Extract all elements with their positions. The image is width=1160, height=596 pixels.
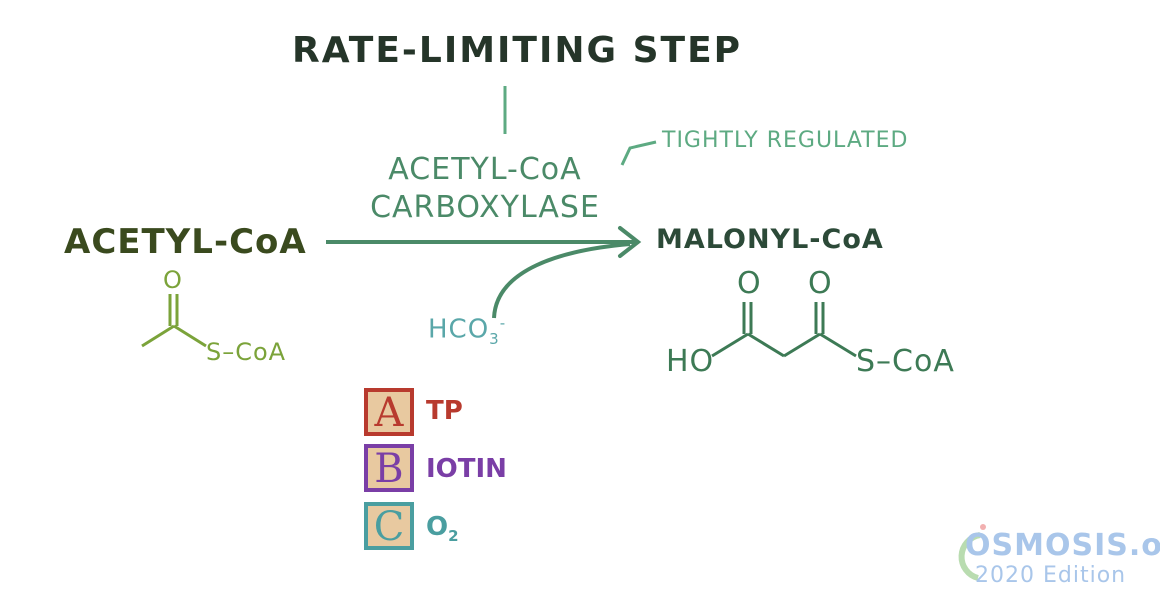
substrate-s-coa: S–CoA bbox=[206, 338, 287, 366]
product-oxygen-1: O bbox=[737, 266, 762, 301]
bicarbonate-subscript: 3 bbox=[489, 329, 500, 348]
abc-label-co2-subscript: 2 bbox=[448, 527, 459, 546]
block-b: B bbox=[364, 444, 414, 492]
bicarbonate-label: HCO3- bbox=[428, 314, 506, 348]
abc-label-biotin: IOTIN bbox=[426, 454, 507, 484]
annotation-connector bbox=[620, 140, 657, 166]
page-title: RATE-LIMITING STEP bbox=[292, 30, 743, 71]
product-ho: HO bbox=[666, 344, 715, 379]
abc-label-atp: TP bbox=[426, 396, 463, 426]
hco3-curved-arrow bbox=[492, 242, 631, 319]
block-a: A bbox=[364, 388, 414, 436]
regulation-annotation: TIGHTLY REGULATED bbox=[662, 128, 909, 153]
logo-edition: 2020 Edition bbox=[975, 563, 1127, 588]
product-name: MALONYL-CoA bbox=[656, 224, 884, 255]
block-c: C bbox=[364, 502, 414, 550]
bicarbonate-charge: - bbox=[499, 314, 507, 332]
substrate-name: ACETYL-CoA bbox=[64, 222, 307, 262]
logo-brand: OSMOSIS.org bbox=[965, 528, 1160, 563]
substrate-oxygen: O bbox=[163, 266, 183, 294]
product-oxygen-2: O bbox=[808, 266, 833, 301]
malonyl-coa-structure bbox=[711, 302, 857, 358]
abc-label-co2: O2 bbox=[426, 512, 459, 545]
bicarbonate-base: HCO bbox=[428, 314, 490, 345]
logo-dot-icon bbox=[980, 524, 986, 530]
acetyl-coa-structure bbox=[141, 294, 207, 348]
enzyme-name-line2: CARBOXYLASE bbox=[370, 190, 600, 225]
product-s-coa: S–CoA bbox=[856, 344, 955, 379]
arrow-head bbox=[618, 226, 642, 258]
osmosis-logo: OSMOSIS.org 2020 Edition bbox=[965, 528, 1160, 588]
enzyme-name-line1: ACETYL-CoA bbox=[388, 152, 582, 187]
logo-ring-icon bbox=[958, 532, 981, 581]
abc-label-co2-base: O bbox=[426, 512, 449, 542]
